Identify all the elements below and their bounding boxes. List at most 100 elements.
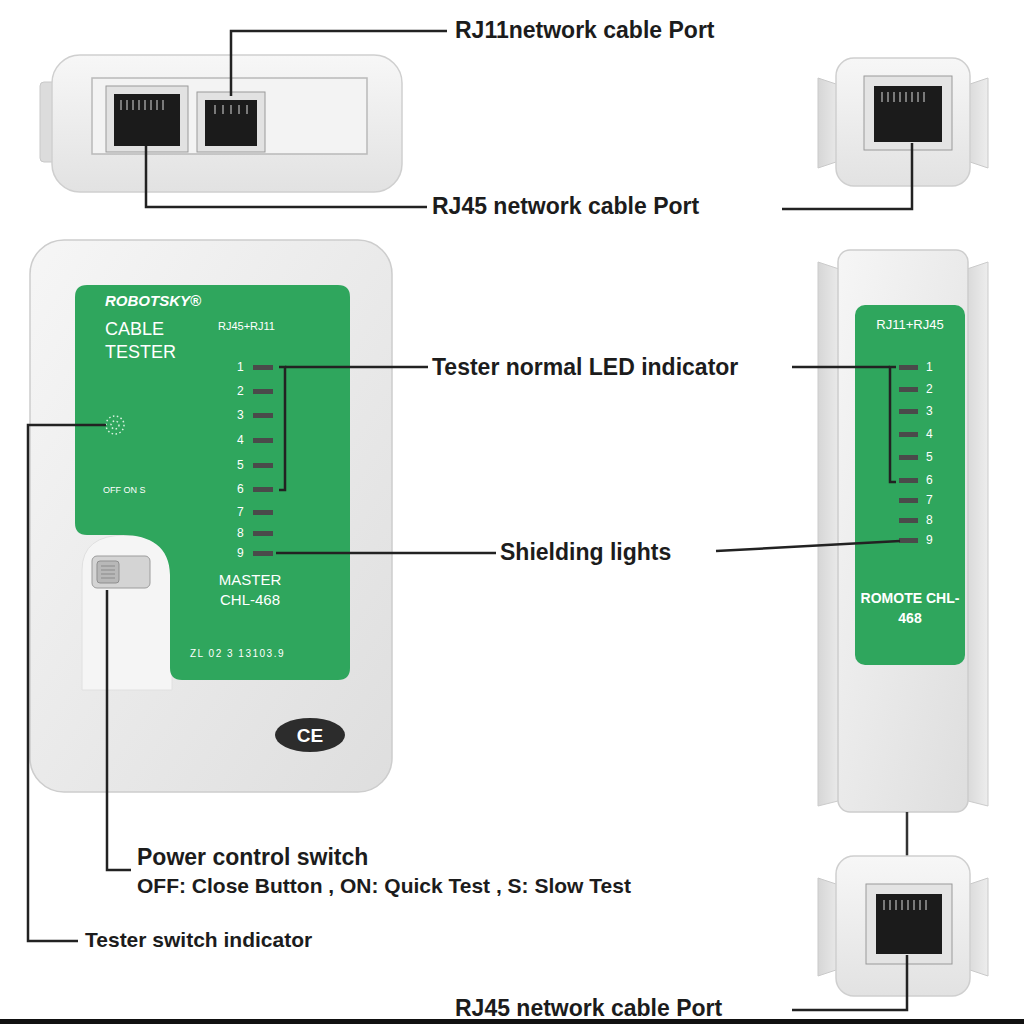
brand-name: ROBOTSKY® (105, 292, 201, 310)
switch-indicator (106, 416, 124, 434)
remote-bottom-body (836, 856, 970, 996)
port-type: RJ11+RJ45 (855, 317, 965, 333)
remote-top-body (836, 58, 970, 186)
leaders (28, 31, 912, 1010)
device-title: CABLE TESTER (105, 318, 190, 364)
led-number: 5 (237, 458, 244, 472)
switch-slider (97, 561, 119, 583)
led-number: 1 (926, 360, 933, 374)
led-bar (899, 387, 918, 392)
model-name: MASTER CHL-468 (200, 570, 300, 610)
leader-line (231, 31, 447, 96)
led-number: 6 (237, 482, 244, 496)
led-number: 7 (237, 505, 244, 519)
switch-positions: OFF ON S (103, 485, 146, 496)
led-bar (899, 478, 918, 483)
leader-line (792, 366, 890, 369)
switch-ridges (101, 566, 115, 578)
port-panel (92, 78, 367, 154)
rj45-port-frame (864, 76, 952, 150)
led-bars (253, 365, 918, 556)
master-panel: ROBOTSKY® CABLE TESTER RJ45+RJ11OFF ON S MA… (75, 285, 350, 680)
led-bar (899, 538, 918, 543)
leader-line (782, 143, 912, 209)
led-number: 4 (237, 433, 244, 447)
led-number: 7 (926, 493, 933, 507)
leader-line (276, 552, 496, 555)
led-number: 2 (237, 384, 244, 398)
led-number: 5 (926, 450, 933, 464)
leader-line (146, 146, 427, 207)
led-bar (899, 518, 918, 523)
callout-text: RJ45 network cable Port (455, 995, 722, 1021)
callout-text: Tester switch indicator (85, 928, 312, 952)
callout-text: RJ45 network cable Port (432, 193, 699, 219)
rj45-port (874, 86, 942, 142)
led-bar (253, 510, 273, 515)
led-number: 2 (926, 382, 933, 396)
led-number: 1 (237, 360, 244, 374)
port-contacts (882, 92, 924, 102)
led-bar (253, 463, 273, 468)
callout-text: Tester normal LED indicator (432, 354, 738, 380)
led-bar (253, 438, 273, 443)
rj45-port-frame (106, 86, 188, 152)
led-bar (253, 551, 273, 556)
led-number: 8 (926, 513, 933, 527)
leader-line (28, 425, 106, 941)
port-contacts (121, 100, 163, 110)
panel-shape (75, 285, 350, 680)
rj45-port-frame (866, 884, 952, 964)
callout-text: Power control switch (137, 844, 368, 870)
rj11-port (205, 100, 257, 146)
led-number: 3 (237, 408, 244, 422)
led-number: 8 (237, 526, 244, 540)
leader-line (285, 366, 428, 369)
remote-body (838, 250, 968, 812)
master-top-body (52, 55, 402, 192)
leader-line (792, 955, 907, 1010)
ce-text: CE (275, 724, 345, 747)
port-contacts (884, 900, 926, 910)
bracket (890, 367, 896, 482)
switch-indicator (111, 421, 119, 429)
led-number: 3 (926, 404, 933, 418)
port-type: RJ45+RJ11 (218, 320, 275, 333)
rj45-port (114, 94, 180, 146)
leader-line (107, 590, 131, 870)
leader-line (716, 541, 900, 551)
power-switch (92, 556, 150, 588)
callout-text: RJ11network cable Port (455, 17, 715, 43)
oval-shape (275, 718, 345, 752)
rj11-port-frame (197, 92, 265, 152)
led-bar (253, 531, 273, 536)
rj45-port (876, 894, 942, 954)
led-bar (899, 365, 918, 370)
led-bar (253, 365, 273, 370)
serial-number: ZL 02 3 13103.9 (190, 648, 285, 660)
led-bar (899, 455, 918, 460)
panel-shape (855, 305, 965, 665)
led-bar (899, 409, 918, 414)
led-bar (253, 487, 273, 492)
ce-mark: CE (275, 718, 345, 752)
bracket (279, 367, 285, 490)
port-contacts (215, 105, 247, 114)
switch-recess (82, 535, 172, 690)
led-bar (253, 413, 273, 418)
callout-text: Shielding lights (500, 539, 671, 565)
led-bar (253, 389, 273, 394)
led-bar (899, 432, 918, 437)
master-body (30, 240, 392, 792)
model-name: ROMOTE CHL-468 (860, 588, 960, 628)
led-number: 4 (926, 427, 933, 441)
callout-text: OFF: Close Button , ON: Quick Test , S: … (137, 874, 631, 898)
remote-panel: RJ11+RJ45ROMOTE CHL-468 (855, 305, 965, 665)
led-bar (899, 498, 918, 503)
led-number: 6 (926, 473, 933, 487)
led-number: 9 (926, 533, 933, 547)
